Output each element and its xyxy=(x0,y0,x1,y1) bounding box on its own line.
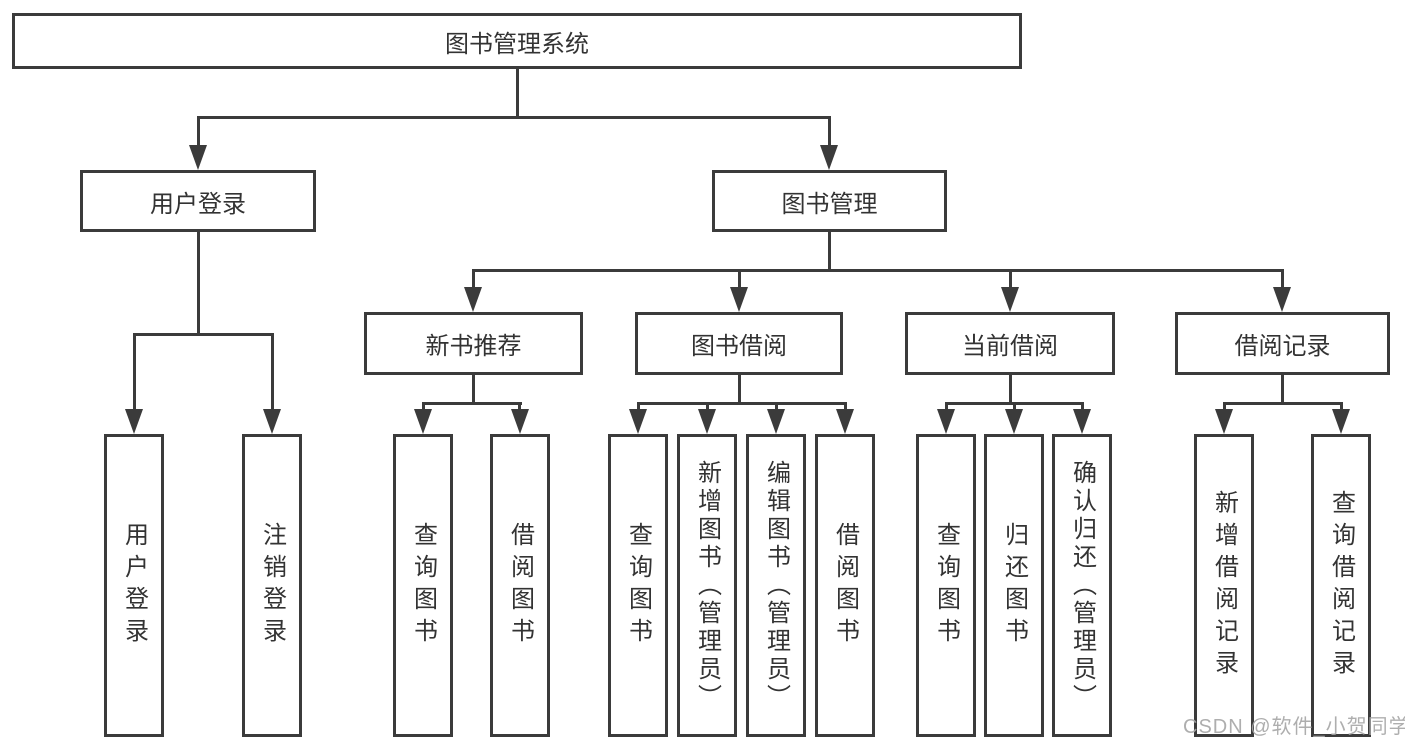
connector-vline xyxy=(738,375,741,405)
connector-hline xyxy=(1223,402,1343,405)
connector-vline xyxy=(133,333,136,410)
node-return-books: 归还图书 xyxy=(984,434,1044,737)
arrow-down-icon xyxy=(1005,409,1023,434)
connector-vline xyxy=(422,402,425,411)
node-label: 归还图书 xyxy=(1000,521,1028,650)
node-query-books-recommend: 查询图书 xyxy=(393,434,453,737)
node-user-login: 用户登录 xyxy=(80,170,316,232)
node-label: 用户登录 xyxy=(150,190,246,218)
node-label: 图书管理系统 xyxy=(445,30,589,58)
node-label: 编辑图书（管理员） xyxy=(762,459,790,712)
arrow-down-icon xyxy=(1215,409,1233,434)
connector-vline xyxy=(844,402,847,411)
arrow-down-icon xyxy=(1332,409,1350,434)
connector-vline xyxy=(1009,269,1012,289)
connector-vline xyxy=(1281,269,1284,289)
arrow-down-icon xyxy=(1001,287,1019,312)
connector-vline xyxy=(1013,402,1016,411)
connector-hline xyxy=(422,402,522,405)
arrow-down-icon xyxy=(511,409,529,434)
node-label: 新增图书（管理员） xyxy=(693,459,721,712)
arrow-down-icon xyxy=(1073,409,1091,434)
arrow-down-icon xyxy=(698,409,716,434)
arrow-down-icon xyxy=(629,409,647,434)
node-borrow-books: 借阅图书 xyxy=(815,434,875,737)
connector-vline xyxy=(197,232,200,336)
connector-hline xyxy=(197,116,831,119)
connector-vline xyxy=(1081,402,1084,411)
node-book-management: 图书管理 xyxy=(712,170,947,232)
connector-vline xyxy=(738,269,741,289)
arrow-down-icon xyxy=(1273,287,1291,312)
node-new-book-recommend: 新书推荐 xyxy=(364,312,583,375)
arrow-down-icon xyxy=(125,409,143,434)
node-label: 借阅图书 xyxy=(831,521,859,650)
node-label: 确认归还（管理员） xyxy=(1068,459,1096,712)
arrow-down-icon xyxy=(464,287,482,312)
node-query-borrow-record: 查询借阅记录 xyxy=(1311,434,1371,737)
node-book-borrow: 图书借阅 xyxy=(635,312,843,375)
arrow-down-icon xyxy=(263,409,281,434)
node-label: 借阅图书 xyxy=(506,521,534,650)
node-add-borrow-record: 新增借阅记录 xyxy=(1194,434,1254,737)
node-label: 图书管理 xyxy=(781,190,878,218)
node-label: 新增借阅记录 xyxy=(1210,489,1238,682)
connector-vline xyxy=(518,402,521,411)
node-label: 当前借阅 xyxy=(962,333,1058,360)
connector-vline xyxy=(828,116,831,146)
arrow-down-icon xyxy=(937,409,955,434)
connector-vline xyxy=(1009,375,1012,405)
arrow-down-icon xyxy=(820,145,838,170)
node-label: 图书借阅 xyxy=(691,333,787,360)
connector-vline xyxy=(1223,402,1226,411)
csdn-watermark: CSDN @软件_小贺同学 xyxy=(1183,716,1405,738)
connector-vline xyxy=(828,232,831,272)
connector-vline xyxy=(472,269,475,289)
node-edit-books-admin: 编辑图书（管理员） xyxy=(746,434,806,737)
connector-vline xyxy=(775,402,778,411)
node-label: 查询图书 xyxy=(409,521,437,650)
connector-vline xyxy=(706,402,709,411)
node-add-books-admin: 新增图书（管理员） xyxy=(677,434,737,737)
connector-vline xyxy=(197,116,200,146)
connector-vline xyxy=(1281,375,1284,405)
node-label: 查询图书 xyxy=(624,521,652,650)
arrow-down-icon xyxy=(836,409,854,434)
node-label: 查询借阅记录 xyxy=(1327,489,1355,682)
node-current-borrow: 当前借阅 xyxy=(905,312,1115,375)
arrow-down-icon xyxy=(730,287,748,312)
connector-hline xyxy=(472,269,1283,272)
connector-vline xyxy=(516,69,519,117)
arrow-down-icon xyxy=(189,145,207,170)
node-label: 借阅记录 xyxy=(1234,333,1331,360)
node-library-system: 图书管理系统 xyxy=(12,13,1022,69)
connector-vline xyxy=(1340,402,1343,411)
node-label: 新书推荐 xyxy=(425,333,522,360)
arrow-down-icon xyxy=(414,409,432,434)
node-label: 注销登录 xyxy=(258,521,286,650)
connector-hline xyxy=(637,402,847,405)
connector-hline xyxy=(133,333,274,336)
node-query-books-current: 查询图书 xyxy=(916,434,976,737)
node-label: 查询图书 xyxy=(932,521,960,650)
connector-vline xyxy=(472,375,475,405)
connector-vline xyxy=(945,402,948,411)
node-confirm-return-admin: 确认归还（管理员） xyxy=(1052,434,1112,737)
node-logout: 注销登录 xyxy=(242,434,302,737)
node-borrow-books-recommend: 借阅图书 xyxy=(490,434,550,737)
arrow-down-icon xyxy=(767,409,785,434)
node-user-login-leaf: 用户登录 xyxy=(104,434,164,737)
node-borrow-records: 借阅记录 xyxy=(1175,312,1390,375)
connector-vline xyxy=(637,402,640,411)
node-query-books-borrow: 查询图书 xyxy=(608,434,668,737)
node-label: 用户登录 xyxy=(120,521,148,650)
connector-vline xyxy=(271,333,274,410)
